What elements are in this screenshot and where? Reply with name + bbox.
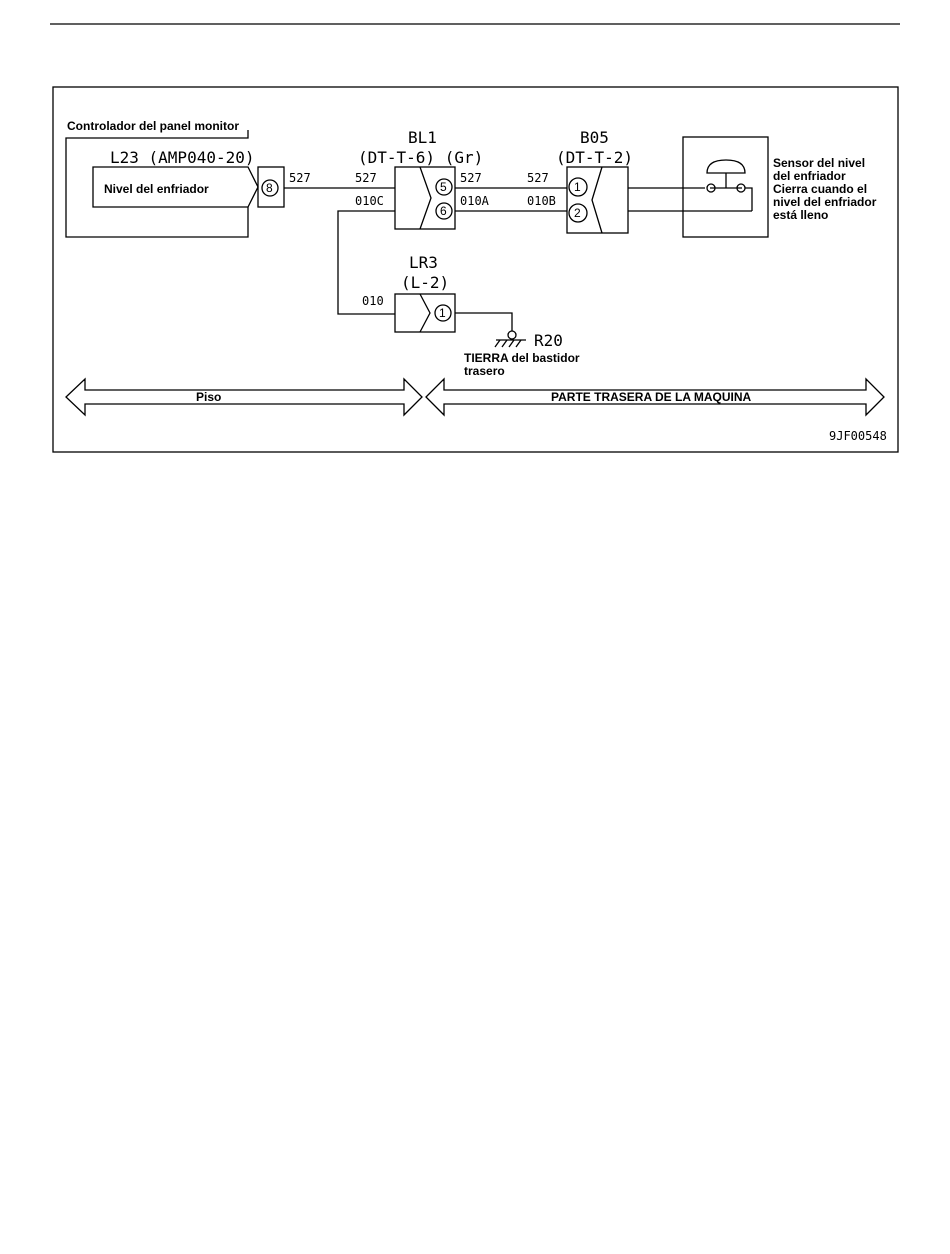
- wire-label-010b: 010B: [527, 194, 556, 208]
- wire-lr3-ground: [455, 312, 513, 331]
- controller-box: [65, 130, 249, 238]
- bl1-pin-5-circle: [435, 178, 453, 196]
- sensor-label-line5: está lleno: [773, 208, 828, 222]
- l23-inner-label: Nivel del enfriador: [104, 182, 209, 196]
- lr3-connector-type: (L-2): [401, 273, 449, 292]
- l23-pin-block: [257, 166, 285, 208]
- wire-label-527-d: 527: [527, 171, 549, 185]
- ground-icon: [494, 339, 526, 348]
- wire-label-010a: 010A: [460, 194, 490, 208]
- b05-pin-1-circle: [568, 177, 588, 197]
- wire-010c: [337, 210, 395, 315]
- bl1-connector-body: [394, 166, 456, 230]
- bl1-pin-6-number: 6: [440, 204, 447, 218]
- b05-pin-1-number: 1: [574, 180, 581, 194]
- zone-label-left: Piso: [196, 390, 221, 404]
- wire-label-010c: 010C: [355, 194, 384, 208]
- b05-pin-2-number: 2: [574, 206, 581, 220]
- ground-terminal: [507, 330, 517, 340]
- lr3-chevron: [419, 293, 431, 333]
- lr3-pin-1-number: 1: [439, 306, 446, 320]
- sensor-float-icon: [706, 159, 746, 174]
- bl1-connector-id: BL1: [408, 128, 437, 147]
- wire-label-527-a: 527: [289, 171, 311, 185]
- zone-label-right: PARTE TRASERA DE LA MAQUINA: [551, 390, 752, 404]
- b05-connector-type: (DT-T-2): [556, 148, 633, 167]
- b05-connector-body: [566, 166, 629, 234]
- bl1-pin-5-number: 5: [440, 180, 447, 194]
- b05-pin-2-circle: [568, 203, 588, 223]
- zone-arrow-right: [425, 377, 885, 417]
- figure-code: 9JF00548: [829, 429, 887, 443]
- bl1-connector-type: (DT-T-6) (Gr): [358, 148, 483, 167]
- l23-pin-circle: [261, 179, 279, 197]
- lr3-pin-1-circle: [434, 304, 452, 322]
- l23-connector-id: L23 (AMP040-20): [110, 148, 255, 167]
- b05-chevron: [591, 166, 603, 234]
- wire-label-010: 010: [362, 294, 384, 308]
- l23-connector-body: [92, 166, 259, 208]
- sensor-label-line2: del enfriador: [773, 169, 846, 183]
- zone-arrow-left: [65, 377, 423, 417]
- wire-label-527-c: 527: [460, 171, 482, 185]
- lr3-connector-id: LR3: [409, 253, 438, 272]
- bl1-chevron: [419, 166, 432, 230]
- lr3-connector-body: [394, 293, 456, 333]
- sensor-contact-left: [706, 183, 716, 193]
- sensor-box: [682, 136, 769, 238]
- sensor-return-wire: [745, 187, 753, 211]
- bl1-pin-6-circle: [435, 202, 453, 220]
- diagram-frame: [52, 86, 899, 453]
- l23-pin-number: 8: [266, 181, 273, 195]
- sensor-label-line1: Sensor del nivel: [773, 156, 865, 170]
- ground-id: R20: [534, 331, 563, 350]
- ground-label-line2: trasero: [464, 364, 505, 378]
- sensor-label-line3: Cierra cuando el: [773, 182, 867, 196]
- controller-title: Controlador del panel monitor: [67, 119, 239, 133]
- sensor-label-line4: nivel del enfriador: [773, 195, 877, 209]
- ground-label-line1: TIERRA del bastidor: [464, 351, 580, 365]
- wire-label-527-b: 527: [355, 171, 377, 185]
- b05-connector-id: B05: [580, 128, 609, 147]
